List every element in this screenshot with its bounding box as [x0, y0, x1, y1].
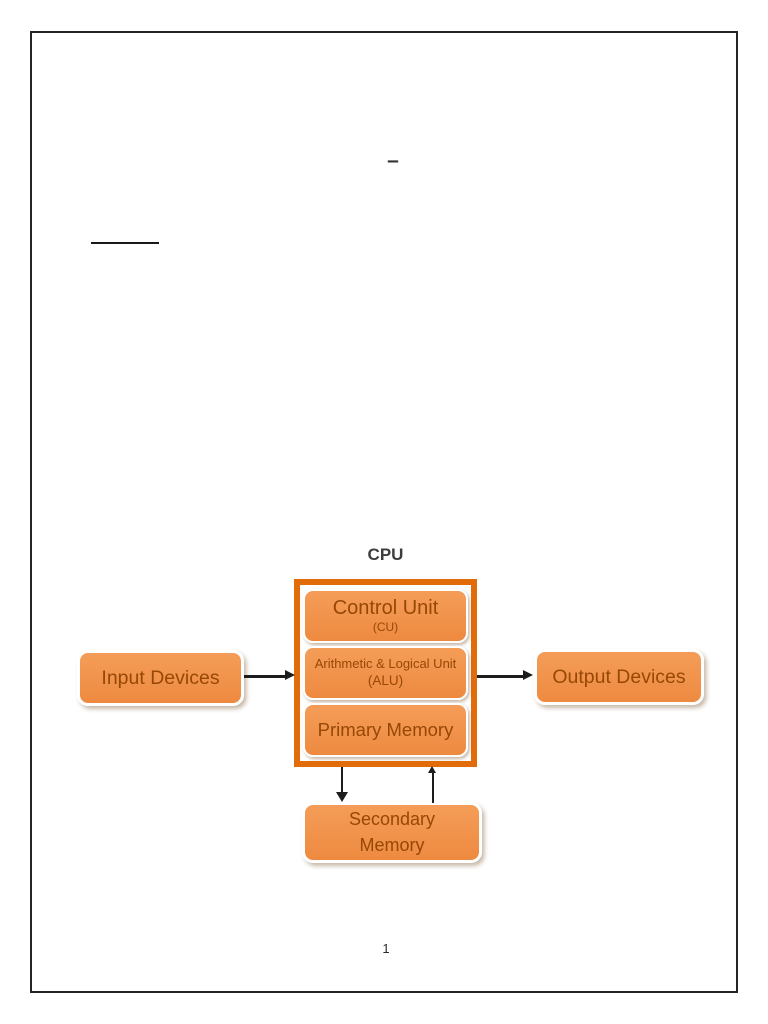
input-devices-box: Input Devices: [77, 650, 244, 706]
output-devices-box: Output Devices: [534, 649, 704, 705]
arrow-shaft: [340, 767, 343, 793]
control-unit-subtitle: (CU): [372, 620, 399, 635]
arrow-shaft: [244, 675, 288, 678]
control-unit-title: Control Unit: [332, 597, 439, 620]
arrow-shaft: [477, 675, 525, 678]
page-number: 1: [382, 941, 390, 956]
secondary-memory-label: Secondary Memory: [348, 809, 436, 855]
title-dash: –: [387, 149, 399, 172]
document-page: – CPU Control Unit (CU) Arithmetic & Log…: [30, 31, 738, 993]
arrow-head-up-icon: [427, 766, 436, 773]
arrow-shaft: [431, 772, 434, 803]
arrow-head-down-icon: [336, 792, 348, 802]
primary-memory-box: Primary Memory: [303, 703, 468, 757]
cpu-container-box: Control Unit (CU) Arithmetic & Logical U…: [294, 579, 477, 767]
control-unit-box: Control Unit (CU): [303, 589, 468, 643]
alu-box: Arithmetic & Logical Unit (ALU): [303, 646, 468, 700]
alu-subtitle: (ALU): [367, 672, 404, 688]
arrow-head-right-icon: [285, 670, 295, 680]
primary-memory-title: Primary Memory: [317, 718, 454, 740]
output-devices-label: Output Devices: [552, 665, 686, 688]
input-devices-label: Input Devices: [101, 666, 220, 689]
cpu-label: CPU: [367, 545, 404, 564]
underline-rule: [91, 242, 159, 244]
arrow-head-right-icon: [523, 670, 533, 680]
alu-title: Arithmetic & Logical Unit: [314, 656, 457, 672]
secondary-memory-box: Secondary Memory: [302, 802, 482, 863]
